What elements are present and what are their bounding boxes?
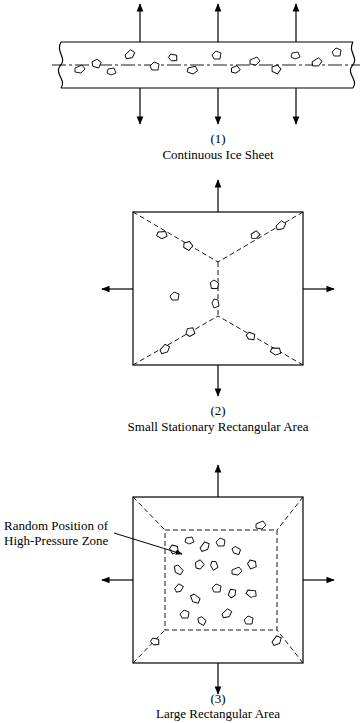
figure-number: (3) <box>118 691 318 706</box>
figure-number: (2) <box>118 403 318 418</box>
leader-line <box>114 533 182 554</box>
figure-caption: Small Stationary Rectangular Area <box>118 419 318 434</box>
ice-sheet <box>52 4 360 124</box>
figure-caption: Continuous Ice Sheet <box>108 147 328 162</box>
ice-fragments <box>156 220 287 357</box>
large-area <box>102 465 334 694</box>
figure-caption: Large Rectangular Area <box>108 706 328 721</box>
ice-fragments <box>75 48 341 75</box>
callout-label: Random Position of High-Pressure Zone <box>4 518 112 548</box>
figure-number: (1) <box>118 131 318 146</box>
ice-fragments <box>150 521 283 646</box>
small-area <box>102 180 334 396</box>
